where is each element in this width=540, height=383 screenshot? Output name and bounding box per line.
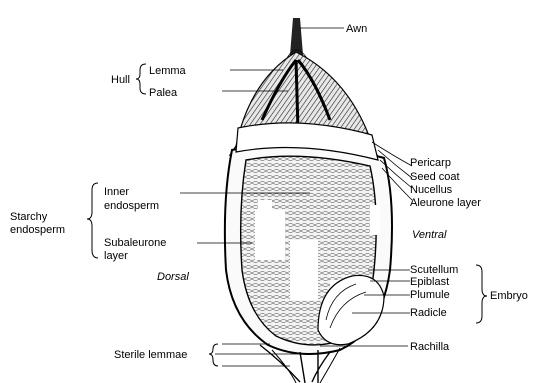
label-embryo: Embryo xyxy=(490,290,528,302)
label-lemma: Lemma xyxy=(149,65,187,77)
label-rachilla: Rachilla xyxy=(410,341,450,353)
label-subaleurone: Subaleurone xyxy=(104,237,166,249)
label-seed-coat: Seed coat xyxy=(410,171,460,183)
label-aleurone-layer: Aleurone layer xyxy=(410,197,481,209)
label-palea: Palea xyxy=(149,87,178,99)
label-awn: Awn xyxy=(346,23,367,35)
label-epiblast: Epiblast xyxy=(410,276,449,288)
label-pericarp: Pericarp xyxy=(410,157,451,169)
label-inner-endosperm: endosperm xyxy=(104,200,159,212)
label-sterile-lemmae: Sterile lemmae xyxy=(114,349,187,361)
label-radicle: Radicle xyxy=(410,307,447,319)
label-hull: Hull xyxy=(111,74,130,86)
label-nucellus: Nucellus xyxy=(410,184,453,196)
label-inner: Inner xyxy=(104,186,129,198)
label-subaleurone-layer: layer xyxy=(104,250,128,262)
label-plumule: Plumule xyxy=(410,289,450,301)
label-scutellum: Scutellum xyxy=(410,264,458,276)
label-ventral: Ventral xyxy=(412,229,447,241)
label-starchy-endosperm: endosperm xyxy=(10,224,65,236)
label-dorsal: Dorsal xyxy=(157,271,189,283)
label-starchy: Starchy xyxy=(10,211,48,223)
